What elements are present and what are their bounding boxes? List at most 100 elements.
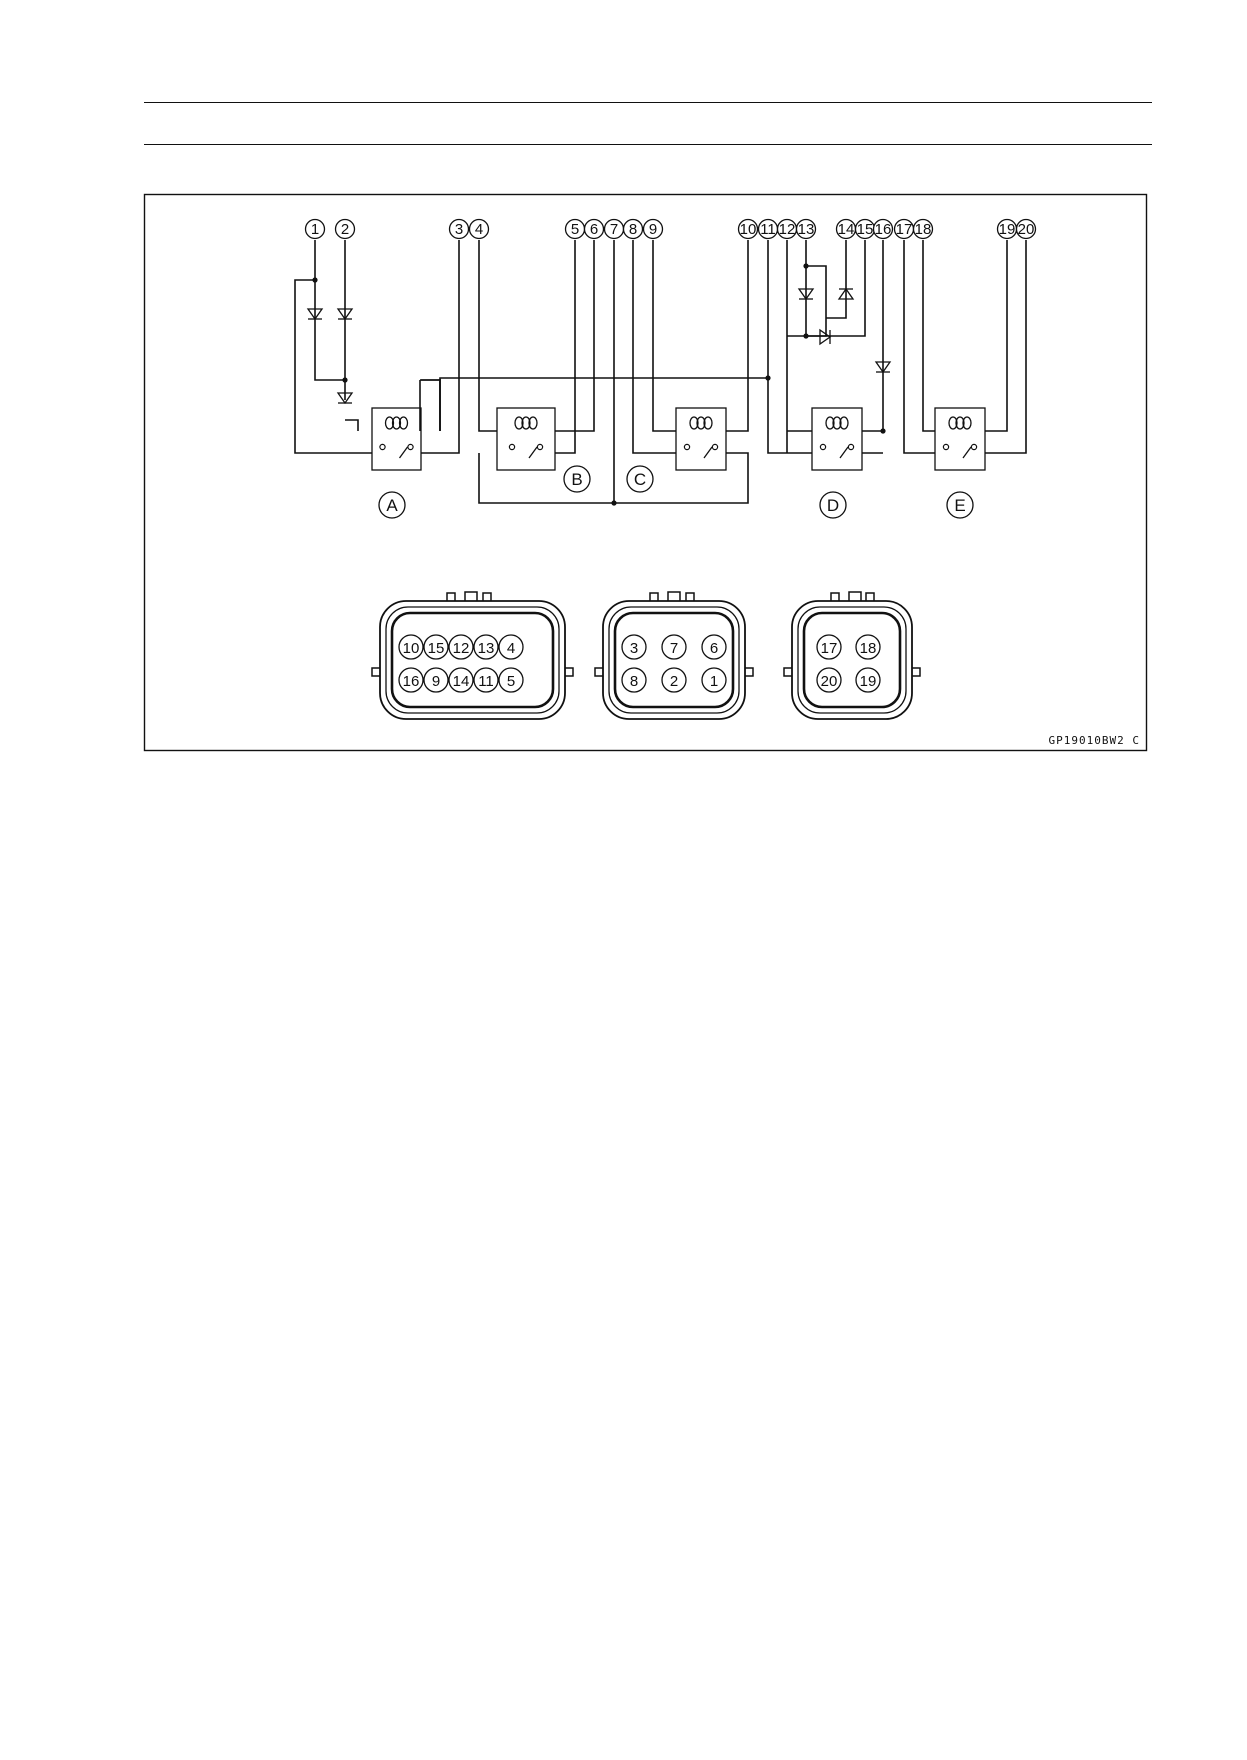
relay-label-c: C	[626, 465, 654, 493]
coil-loop	[696, 416, 706, 430]
header-rule-top	[144, 102, 1152, 103]
switch-arm	[703, 446, 713, 459]
pin-number: 4	[507, 640, 515, 657]
diodes	[306, 287, 892, 405]
diode-6	[819, 328, 832, 346]
switch-contact	[942, 443, 950, 451]
terminal-5: 5	[564, 218, 586, 240]
diode-7	[874, 361, 892, 374]
switch-contact	[508, 443, 516, 451]
diode-4	[797, 288, 815, 301]
terminal-label: 5	[571, 221, 579, 238]
terminal-17: 17	[893, 218, 915, 240]
header-rule-bottom	[144, 144, 1152, 145]
terminal-label: 12	[779, 221, 796, 238]
pin-11: 11	[473, 667, 499, 693]
switch-contact	[711, 443, 719, 451]
coil-loop	[528, 416, 538, 430]
coil-loop	[391, 416, 402, 430]
pin-16: 16	[398, 667, 424, 693]
terminal-label: 1	[311, 221, 319, 238]
pin-2: 2	[661, 667, 687, 693]
relay-symbols	[379, 416, 978, 459]
relay-label-b: B	[563, 465, 591, 493]
terminal-13: 13	[795, 218, 817, 240]
pin-number: 17	[821, 640, 838, 657]
coil-loop	[514, 416, 524, 430]
terminal-label: 14	[838, 221, 855, 238]
pin-8: 8	[621, 667, 647, 693]
terminal-10: 10	[737, 218, 759, 240]
switch-contact	[683, 443, 691, 451]
pin-number: 6	[710, 640, 718, 657]
relay-label-a: A	[378, 491, 406, 519]
pin-number: 7	[670, 640, 678, 657]
relay-a-symbol	[379, 416, 414, 459]
diode-2	[336, 308, 354, 321]
terminal-15: 15	[854, 218, 876, 240]
relay-boxes	[371, 407, 986, 471]
terminal-label: 7	[610, 221, 618, 238]
terminal-label: 6	[590, 221, 598, 238]
switch-contact	[819, 443, 827, 451]
terminal-label: 16	[875, 221, 892, 238]
pin-number: 14	[453, 673, 470, 690]
terminal-4: 4	[468, 218, 490, 240]
coil-loop	[948, 416, 958, 430]
terminal-label: 20	[1018, 221, 1035, 238]
terminal-18: 18	[912, 218, 934, 240]
switch-contact	[407, 443, 414, 451]
coil-loop	[521, 416, 531, 430]
coil-loop	[689, 416, 699, 430]
pin-number: 18	[860, 640, 877, 657]
switch-contact	[379, 443, 386, 451]
switch-contact	[536, 443, 544, 451]
switch-contact	[847, 443, 855, 451]
relay-label-d: D	[819, 491, 847, 519]
relay-letter: E	[954, 496, 965, 515]
coil-loop	[832, 416, 842, 430]
terminal-label: 2	[341, 221, 349, 238]
switch-arm	[528, 446, 538, 459]
pin-7: 7	[661, 634, 687, 660]
junction-dots	[312, 263, 886, 506]
pin-9: 9	[423, 667, 449, 693]
switch-arm	[962, 446, 972, 459]
pin-number: 5	[507, 673, 515, 690]
terminal-label: 13	[798, 221, 815, 238]
connector-6-pin: 3 7 6 8 2 1	[621, 634, 727, 693]
relay-letter: D	[827, 496, 839, 515]
coil-loop	[384, 416, 395, 430]
pin-4: 4	[498, 634, 524, 660]
pin-19: 19	[855, 667, 881, 693]
terminal-label: 4	[475, 221, 483, 238]
terminal-label: 18	[915, 221, 932, 238]
pin-number: 3	[630, 640, 638, 657]
pin-10: 10	[398, 634, 424, 660]
terminal-20: 20	[1015, 218, 1037, 240]
coil-loop	[955, 416, 965, 430]
pin-3: 3	[621, 634, 647, 660]
connector-4-pin: 17 18 20 19	[816, 634, 881, 693]
coil-loop	[398, 416, 409, 430]
terminal-3: 3	[448, 218, 470, 240]
pin-17: 17	[816, 634, 842, 660]
terminal-6: 6	[583, 218, 605, 240]
diode-5	[837, 287, 855, 300]
terminal-label: 17	[896, 221, 913, 238]
pin-20: 20	[816, 667, 842, 693]
relay-b-symbol	[508, 416, 544, 459]
relay-labels: A B C D E	[378, 465, 974, 519]
pin-number: 13	[478, 640, 495, 657]
pin-number: 2	[670, 673, 678, 690]
terminal-8: 8	[622, 218, 644, 240]
terminal-label: 8	[629, 221, 637, 238]
pin-number: 12	[453, 640, 470, 657]
diode-1	[306, 308, 324, 321]
pin-number: 20	[821, 673, 838, 690]
pin-number: 1	[710, 673, 718, 690]
relay-letter: A	[386, 496, 398, 515]
